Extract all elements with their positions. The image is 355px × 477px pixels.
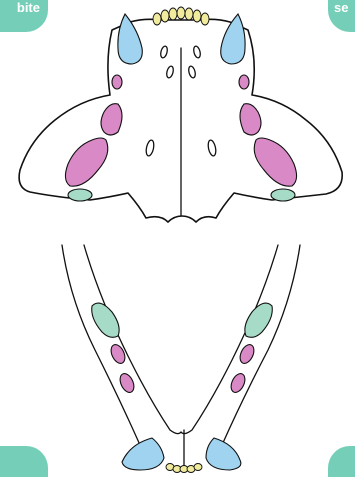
lower-molar-right <box>245 303 272 337</box>
lower-molar-left <box>92 303 119 337</box>
upper-incisor-5 <box>185 8 193 20</box>
lower-premolar-left-2 <box>117 371 136 394</box>
upper-incisor-2 <box>161 10 169 22</box>
upper-incisor-4 <box>177 7 185 19</box>
mandible-right-outer <box>222 245 300 445</box>
upper-premolar-right-1 <box>239 75 249 89</box>
lower-canine-left <box>122 438 164 470</box>
lower-canine-right <box>206 438 241 470</box>
lower-incisor-5 <box>194 464 202 471</box>
upper-incisor-7 <box>201 13 209 25</box>
lower-premolar-left-1 <box>108 342 127 365</box>
mandible-left-outer <box>62 245 140 445</box>
upper-incisor-3 <box>169 8 177 20</box>
mandible-left-inner <box>84 245 181 434</box>
upper-molar-right <box>271 189 295 201</box>
upper-incisor-1 <box>153 13 161 25</box>
lower-premolar-right-1 <box>237 342 256 365</box>
upper-incisor-6 <box>193 10 201 22</box>
lower-jaw <box>62 245 300 473</box>
upper-jaw <box>19 7 342 222</box>
upper-molar-left <box>68 189 92 201</box>
mandible-right-inner <box>181 245 278 434</box>
upper-premolar-left-1 <box>112 75 122 89</box>
lower-premolar-right-2 <box>228 371 247 394</box>
